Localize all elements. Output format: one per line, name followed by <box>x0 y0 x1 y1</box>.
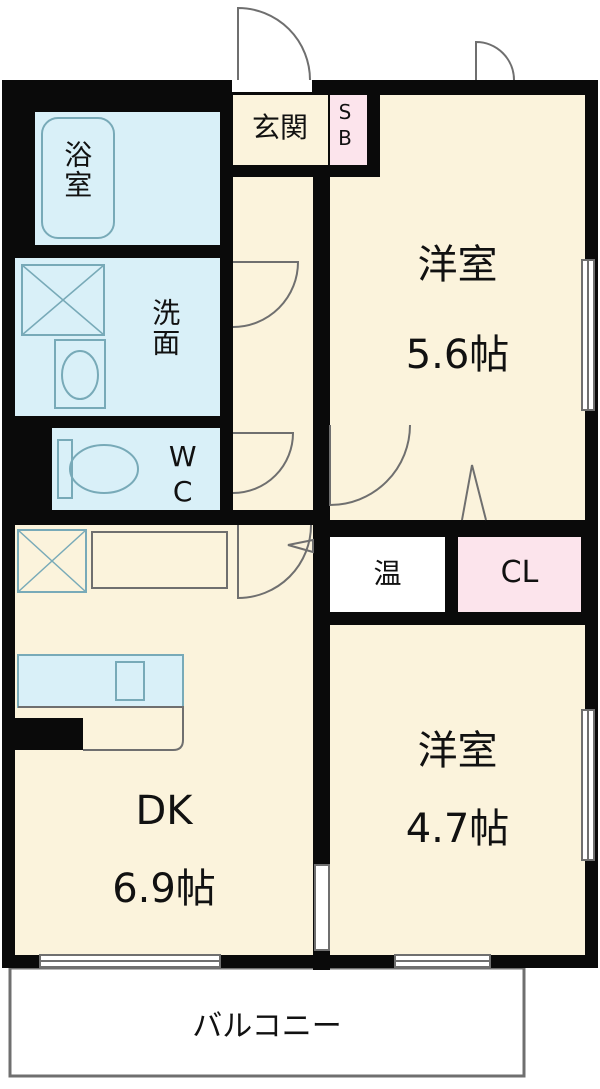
washroom-label: 洗面 <box>148 298 182 358</box>
kitchen-pillar <box>15 718 83 750</box>
western-room-1-size: 5.6帖 <box>405 332 510 378</box>
toilet-tank <box>57 439 73 499</box>
western-room-1-name: 洋室 <box>417 242 498 288</box>
shelf <box>91 531 228 589</box>
balcony-outline <box>8 966 526 1078</box>
dk-size: 6.9帖 <box>112 866 216 912</box>
western-room-2-floor <box>330 625 585 955</box>
interior-walls <box>15 92 598 970</box>
closet-fill <box>458 537 581 612</box>
closet-label: CL <box>500 555 539 590</box>
western-room-2-size: 4.7帖 <box>405 806 510 852</box>
doors <box>232 6 515 600</box>
kitchen-sink <box>115 661 145 701</box>
fridge-space <box>17 529 87 593</box>
vanity-sink <box>54 339 106 409</box>
washing-machine-space <box>21 264 105 336</box>
counter-wall <box>18 706 184 751</box>
water-heater-space <box>330 537 445 612</box>
balcony-label: バルコニー <box>192 1009 342 1044</box>
bathtub <box>41 117 115 239</box>
windows <box>39 259 595 968</box>
entrance-label: 玄関 <box>251 111 308 144</box>
washroom-floor <box>15 258 220 416</box>
wc-label: WC <box>166 440 200 510</box>
bath-floor <box>35 112 220 245</box>
shoebox-fill-top <box>330 95 367 165</box>
dk-name: DK <box>135 788 193 834</box>
water-heater-label: 温 <box>373 557 402 590</box>
bath-label: 浴室 <box>60 140 94 200</box>
entrance-floor <box>233 95 328 170</box>
hall-floor <box>233 175 313 515</box>
kitchen-counter <box>17 654 184 708</box>
western-room-2-name: 洋室 <box>417 728 498 774</box>
shoebox-label: SB <box>333 100 357 152</box>
toilet-bowl <box>69 444 139 494</box>
wc-floor <box>52 428 220 510</box>
